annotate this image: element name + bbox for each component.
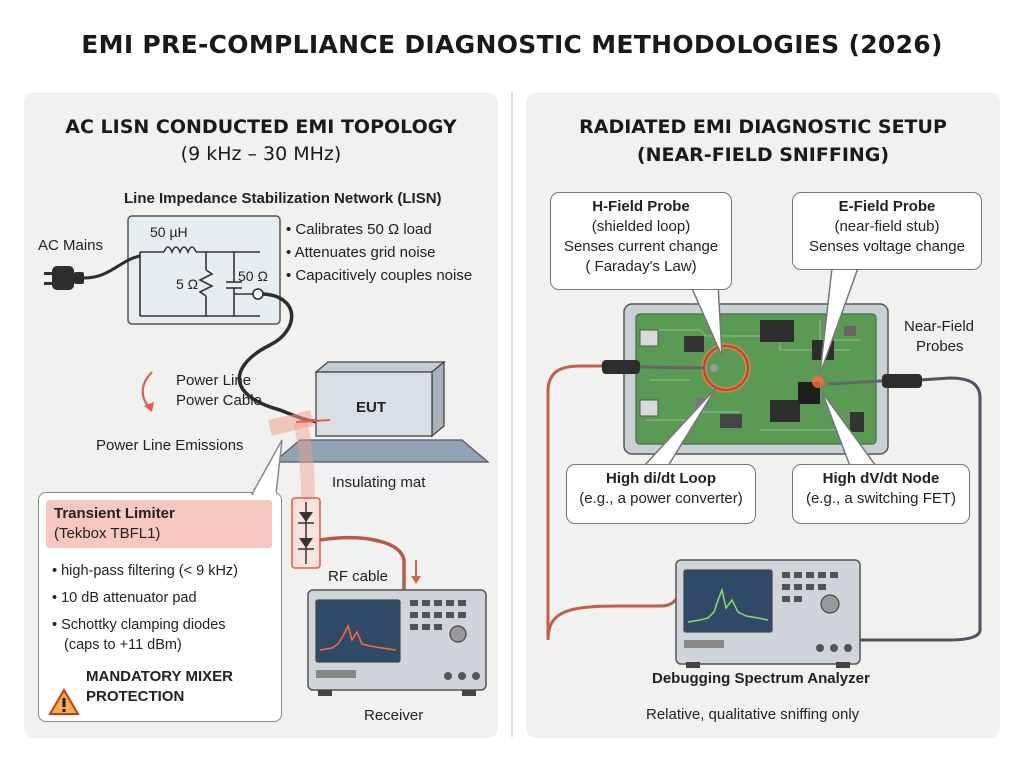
power-line-label: Power Line	[176, 372, 252, 389]
eut-box	[314, 360, 446, 438]
spectrum-analyzer-icon	[675, 559, 861, 668]
h-field-probe-line: Senses current change	[563, 238, 719, 255]
near-field-probes-label-2: Probes	[916, 338, 964, 355]
h-field-probe-icon	[546, 360, 718, 640]
e-field-probe-callout: E-Field Probe (near-field stub) Senses v…	[792, 192, 982, 270]
lisn-bullet-list: Calibrates 50 Ω load Attenuates grid noi…	[286, 218, 473, 287]
ac-mains-label: AC Mains	[38, 237, 104, 254]
e-probe-cable	[860, 629, 982, 642]
left-panel-subtitle: (9 kHz – 30 MHz)	[180, 143, 342, 165]
rf-cable-label: RF cable	[328, 568, 389, 585]
dv-dt-node-line: (e.g., a switching FET)	[805, 490, 957, 507]
dv-dt-node-hotspot	[812, 376, 824, 388]
mixer-warning-line-2: PROTECTION	[86, 688, 185, 705]
ac-mains-cable	[83, 254, 141, 280]
left-panel-title: AC LISN CONDUCTED EMI TOPOLOGY	[65, 116, 457, 138]
insulating-mat	[272, 439, 490, 463]
limiter-model: (Tekbox TBFL1)	[54, 525, 161, 542]
main-title: EMI PRE-COMPLIANCE DIAGNOSTIC METHODOLOG…	[81, 30, 943, 59]
rf-cable	[319, 536, 406, 590]
lisn-bullet: Attenuates grid noise	[286, 241, 472, 264]
right-panel-title: RADIATED EMI DIAGNOSTIC SETUP	[579, 116, 947, 138]
eut-label: EUT	[356, 399, 386, 416]
panel-divider	[511, 92, 513, 737]
warning-icon	[48, 688, 80, 715]
ac-plug-icon	[44, 266, 84, 290]
right-panel-footer: Relative, qualitative sniffing only	[646, 706, 860, 723]
power-line-emissions-label: Power Line Emissions	[96, 437, 244, 454]
right-panel-subtitle: (NEAR-FIELD SNIFFING)	[636, 144, 890, 166]
di-dt-loop-title: High di/dt Loop	[606, 470, 716, 487]
insulating-mat-label: Insulating mat	[332, 474, 426, 491]
port-label: 50 Ω	[238, 268, 268, 284]
curved-arrow-icon	[141, 371, 153, 409]
limiter-pointer	[250, 439, 283, 495]
receiver-label: Receiver	[364, 707, 424, 724]
power-cable-label: Power Cable	[176, 392, 262, 409]
di-dt-loop-callout: High di/dt Loop (e.g., a power converter…	[566, 464, 756, 524]
limiter-bullet: high-pass filtering (< 9 kHz)	[52, 558, 238, 585]
callout-pointers	[642, 267, 878, 467]
e-field-probe-icon	[827, 374, 982, 630]
limiter-bullet-list: high-pass filtering (< 9 kHz) 10 dB atte…	[52, 558, 238, 639]
lisn-box	[127, 215, 281, 325]
limiter-bullet-continuation: (caps to +11 dBm)	[64, 637, 182, 653]
h-field-probe-line: ( Faraday's Law)	[585, 258, 697, 275]
e-field-probe-line: Senses voltage change	[809, 238, 965, 255]
h-probe-cable	[546, 589, 682, 641]
near-field-probes-label-1: Near-Field	[904, 318, 975, 335]
limiter-bullet: Schottky clamping diodes	[52, 612, 238, 639]
h-field-probe-title: H-Field Probe	[592, 198, 690, 215]
inductor-label: 50 µH	[150, 224, 188, 240]
lisn-bullet: Capacitively couples noise	[286, 264, 472, 287]
h-field-probe-callout: H-Field Probe (shielded loop) Senses cur…	[550, 192, 732, 290]
dv-dt-node-callout: High dV/dt Node (e.g., a switching FET)	[792, 464, 970, 524]
transient-limiter-header	[46, 500, 272, 548]
e-field-probe-title: E-Field Probe	[838, 198, 936, 215]
lisn-title: Line Impedance Stabilization Network (LI…	[124, 190, 442, 207]
receiver-icon	[307, 589, 487, 696]
lisn-port-icon	[252, 288, 264, 300]
h-field-probe-line: (shielded loop)	[591, 218, 691, 235]
resistor-label: 5 Ω	[176, 276, 199, 292]
limiter-bullet: 10 dB attenuator pad	[52, 585, 238, 612]
di-dt-loop-line: (e.g., a power converter)	[579, 490, 743, 507]
spectrum-analyzer-label: Debugging Spectrum Analyzer	[652, 670, 870, 687]
limiter-module-icon	[291, 497, 321, 569]
mixer-warning-line-1: MANDATORY MIXER	[86, 668, 233, 685]
limiter-title: Transient Limiter	[54, 505, 175, 522]
lisn-bullet: Calibrates 50 Ω load	[286, 218, 472, 241]
dv-dt-node-title: High dV/dt Node	[822, 470, 940, 487]
emissions-glow	[268, 410, 314, 436]
rf-arrow-icon	[411, 576, 421, 584]
lisn-circuit	[139, 246, 260, 317]
e-field-probe-line: (near-field stub)	[834, 218, 940, 235]
